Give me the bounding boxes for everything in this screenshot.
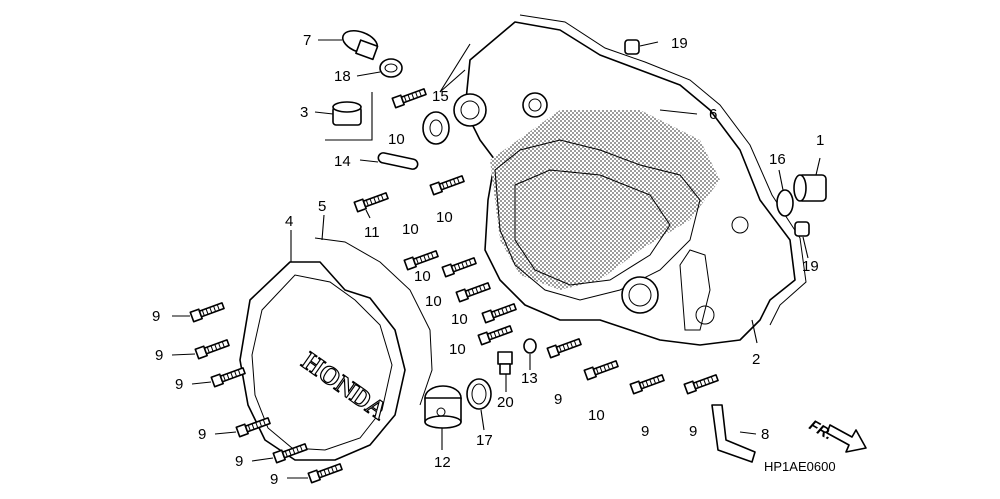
cap-3 [332,101,362,126]
callout-11: 11 [364,224,380,241]
o-ring [379,58,403,78]
callout-19a: 19 [671,35,688,52]
leader-lines [171,39,821,479]
drain-plug [497,351,513,375]
callout-10d: 10 [414,268,431,285]
callout-13: 13 [521,370,538,387]
callout-12: 12 [434,454,451,471]
callout-6: 6 [709,106,717,123]
callout-10e: 10 [425,293,442,310]
callout-10b: 10 [436,209,453,226]
diagram-code: HP1AE0600 [764,459,836,474]
clutch-cover: HONDA [239,261,406,461]
callout-9h: 9 [641,423,649,440]
dowel-pin-upper [624,39,640,55]
callout-10h: 10 [588,407,605,424]
front-direction-label: FR. [806,417,835,444]
callout-labels: 1 2 3 4 5 6 7 8 9 9 9 9 9 9 9 9 9 9 10 1… [152,32,824,488]
breather-tube [711,404,756,463]
right-crankcase-cover [453,21,796,346]
cover-gasket [519,14,807,326]
callout-9f: 9 [270,471,278,488]
callout-20: 20 [497,394,514,411]
oil-seal [422,111,450,145]
callout-8: 8 [761,426,769,443]
callout-18: 18 [334,68,351,85]
callout-3: 3 [300,104,308,121]
sealing-washer [523,338,537,354]
callout-17: 17 [476,432,493,449]
callout-5: 5 [318,198,326,215]
callout-9c: 9 [175,376,183,393]
front-direction-arrow: FR. [806,417,867,453]
callout-9b: 9 [155,347,163,364]
callout-9e: 9 [235,453,243,470]
callout-19b: 19 [802,258,819,275]
callout-4: 4 [285,213,293,230]
callout-9i: 9 [689,423,697,440]
callout-14: 14 [334,153,351,170]
callout-10a: 10 [388,131,405,148]
crankshaft-hole-cap [424,385,462,429]
callout-10c: 10 [402,221,419,238]
callout-9d: 9 [198,426,206,443]
callout-1: 1 [816,132,824,149]
callout-7: 7 [303,32,311,49]
guide-plate [377,152,419,170]
callout-9a: 9 [152,308,160,325]
o-ring-16 [776,189,794,217]
dowel-pin-lower [794,221,810,237]
callout-10g: 10 [449,341,466,358]
callout-10f: 10 [451,311,468,328]
o-ring-17 [466,378,492,410]
oil-filler-cap [341,29,379,61]
collar [793,174,827,202]
callout-2: 2 [752,351,760,368]
callout-15: 15 [432,88,449,105]
callout-16: 16 [769,151,786,168]
clutch-cover-gasket [314,237,433,406]
callout-9g: 9 [554,391,562,408]
